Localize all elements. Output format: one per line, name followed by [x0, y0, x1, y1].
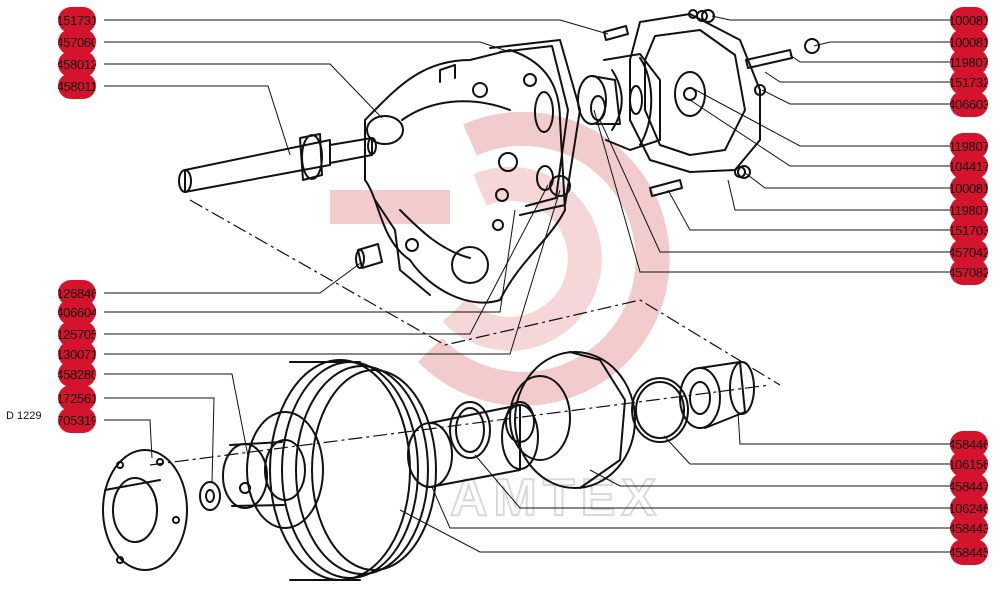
callout-badge[interactable]: 705319	[58, 407, 96, 433]
bearing-sleeve	[407, 404, 539, 488]
circlip	[631, 377, 689, 443]
callout-badge[interactable]: 151731	[58, 7, 96, 33]
impeller	[603, 53, 661, 151]
callout-badge[interactable]: 100081	[950, 175, 988, 201]
pump-housing	[364, 49, 566, 304]
pulley-hub	[222, 411, 324, 529]
callout-badge[interactable]: 458443	[950, 515, 988, 541]
pump-shaft	[178, 133, 377, 193]
callout-badge[interactable]: 106156	[950, 451, 988, 477]
callout-badge[interactable]: 151703	[950, 217, 988, 243]
studs	[603, 25, 793, 197]
callout-badge[interactable]: 172561	[58, 385, 96, 411]
leader-lines-left	[104, 19, 609, 483]
drawing-code: D 1229	[6, 410, 42, 422]
hub-nut	[199, 481, 221, 511]
watermark-arc-outer	[417, 111, 670, 406]
callout-badge[interactable]: 457082	[950, 259, 988, 285]
axis-lines	[149, 199, 781, 466]
callout-badge[interactable]: 151732	[950, 69, 988, 95]
callout-badge[interactable]: 458011	[58, 73, 96, 99]
drain-plug	[355, 243, 383, 269]
callout-badge[interactable]: 458447	[950, 473, 988, 499]
callout-badge[interactable]: 458280	[58, 361, 96, 387]
callout-badge[interactable]: 104417	[950, 153, 988, 179]
watermark-logo	[330, 111, 670, 406]
callout-badge[interactable]: 457060	[58, 29, 96, 55]
callout-badge[interactable]: 458445	[950, 539, 988, 565]
spacer-ring	[449, 401, 491, 459]
callout-badge[interactable]: 100081	[950, 7, 988, 33]
shaft-seal	[534, 75, 621, 133]
watermark-arc-inner	[442, 166, 602, 351]
watermark-bar	[330, 190, 450, 224]
hub-flange	[102, 449, 188, 571]
leader-lines-right	[399, 15, 950, 553]
watermark-text: AMTEX	[450, 469, 662, 527]
callout-badge[interactable]: 406604	[58, 299, 96, 325]
callout-badge[interactable]: 406603	[950, 91, 988, 117]
callout-badge[interactable]: 458012	[58, 51, 96, 77]
